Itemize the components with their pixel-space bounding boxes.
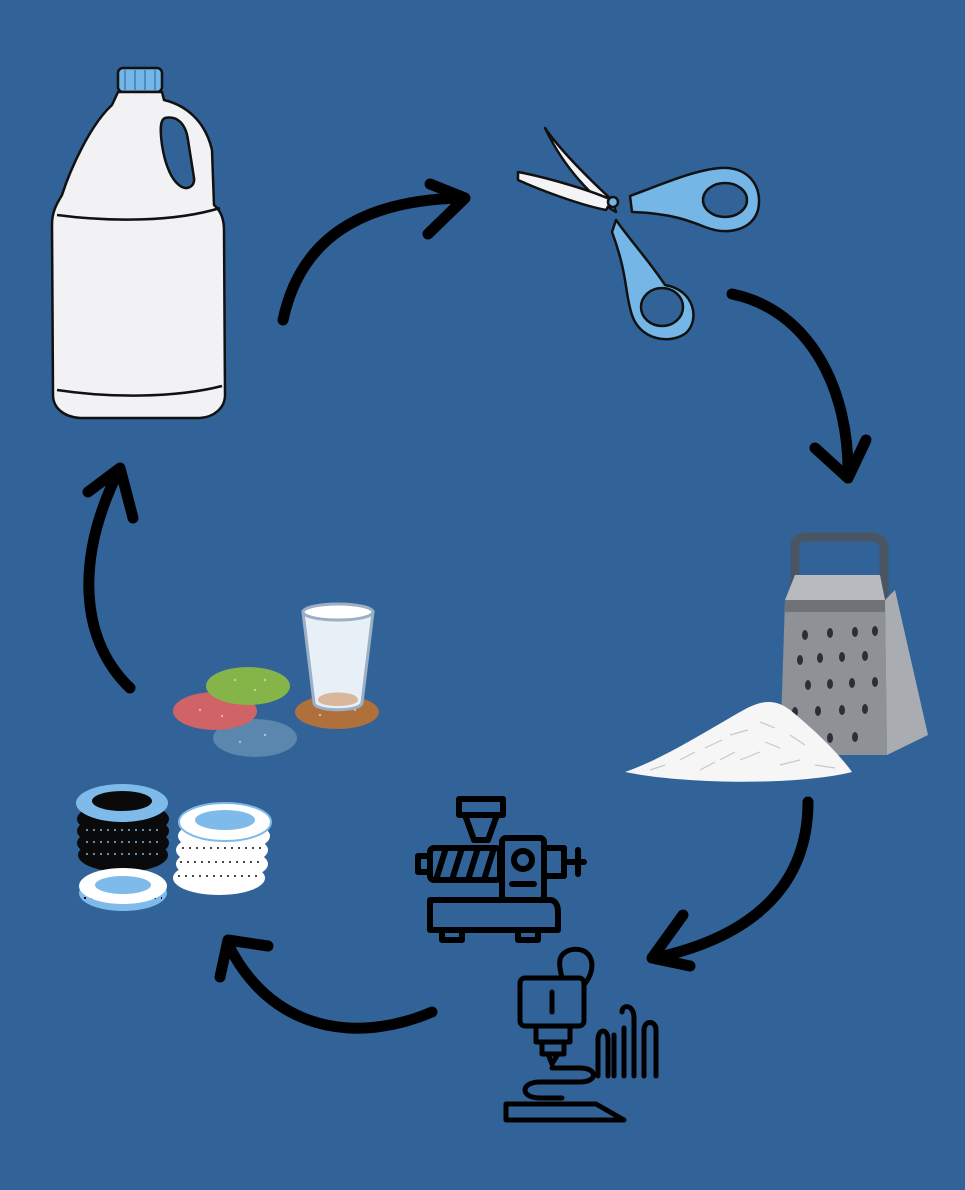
3d-printer-icon [503, 946, 659, 1123]
ring-stack-right [173, 802, 272, 895]
arrow-scissors-to-grater [726, 288, 872, 484]
arrow-jug-to-scissors [277, 178, 471, 326]
filament-extruder-icon [415, 796, 587, 943]
scissors-icon [516, 126, 761, 341]
coasters-with-glass-icon [173, 602, 379, 757]
printed-rings-stack-icon [76, 784, 272, 911]
ring-stack-left [76, 784, 169, 872]
arrow-coasters-to-jug [82, 462, 139, 694]
arrow-printer-to-rings [214, 934, 438, 1034]
grater-with-shreds-icon [625, 532, 928, 782]
single-ring [79, 868, 167, 911]
plastic-jug-icon [50, 66, 227, 420]
arrow-grater-to-printer [646, 796, 814, 972]
cycle-arrows [82, 178, 872, 1034]
